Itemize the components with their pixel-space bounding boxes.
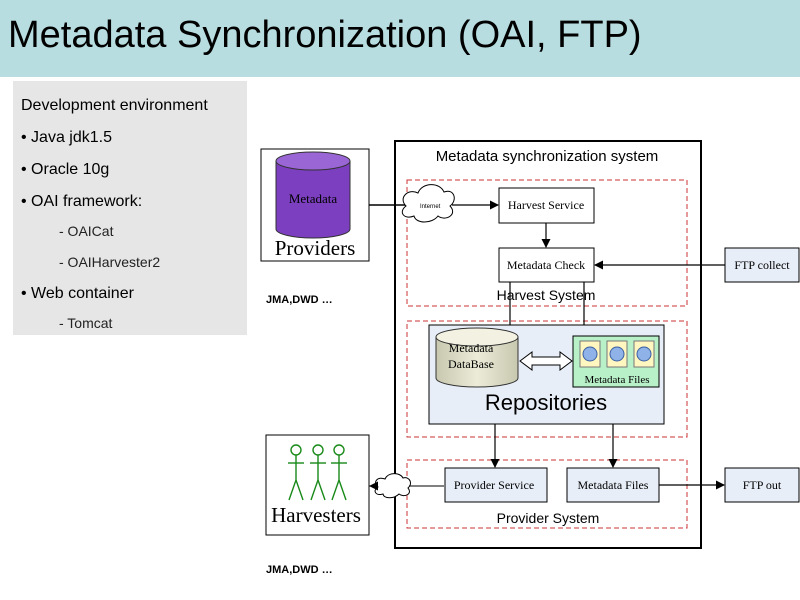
providers-label: Providers [275,236,356,260]
harvest-service-box [498,187,595,224]
metadata-files-provider-box [566,467,660,503]
internet-cloud-icon [401,184,455,223]
sync-double-arrow-icon [519,351,573,371]
metadata-check-label: Metadata Check [507,258,585,272]
metadata-database-label-1: Metadata [449,341,494,355]
harvest-service-label: Harvest Service [508,198,584,212]
metadata-database-label-2: DataBase [448,357,494,371]
ftp-collect-box [724,247,800,283]
env-item-oracle: • Oracle 10g [21,161,110,178]
env-item-tomcat: - Tomcat [59,315,113,331]
repositories-area-box [406,320,688,438]
provider-service-box [444,467,548,503]
harvesters-label: Harvesters [271,503,361,527]
metadata-files-provider-label: Metadata Files [578,478,649,492]
internet-cloud-small-icon [374,473,411,499]
ftp-out-label: FTP out [743,478,782,492]
environment-panel: Development environment • Java jdk1.5 • … [13,81,247,335]
ftp-collect-label: FTP collect [734,258,790,272]
metadata-files-repo-label: Metadata Files [584,374,649,386]
env-item-oai-framework: • OAI framework: [21,193,143,210]
env-item-oaiharvester2: - OAIHarvester2 [59,254,161,270]
metadata-check-box [498,247,595,283]
sync-system-title: Metadata synchronization system [436,148,659,165]
env-item-web-container: • Web container [21,285,134,302]
providers-caption: JMA,DWD … [266,294,333,306]
harvest-system-label: Harvest System [497,287,596,303]
env-item-oaicat: - OAICat [59,223,114,239]
harvest-system-box [406,179,688,307]
metadata-database-icon [435,327,519,388]
harvester-people-icon [288,444,347,501]
providers-database-icon [275,151,351,239]
provider-system-label: Provider System [497,510,600,526]
repositories-label: Repositories [485,390,607,415]
harvesters-box [265,434,370,536]
ftp-out-box [724,467,800,503]
environment-heading: Development environment [21,97,208,114]
provider-system-box [406,459,688,529]
providers-db-label: Metadata [289,191,338,206]
provider-service-label: Provider Service [454,478,534,492]
harvesters-caption: JMA,DWD … [266,564,333,576]
env-item-java: • Java jdk1.5 [21,129,112,146]
xml-files-icon [579,340,655,368]
slide-title: Metadata Synchronization (OAI, FTP) [8,14,642,56]
title-bar: Metadata Synchronization (OAI, FTP) [0,0,800,77]
internet-label: Internet [420,204,441,210]
